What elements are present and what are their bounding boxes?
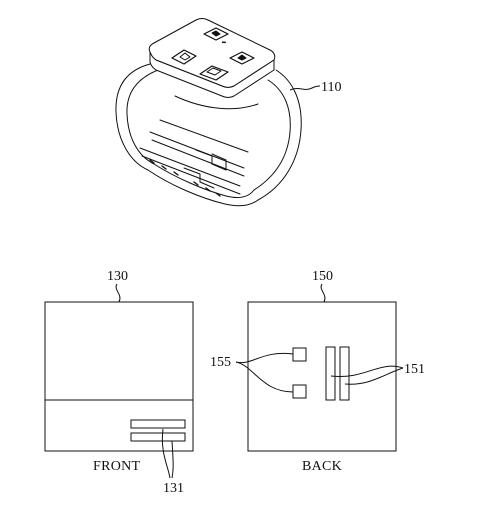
leader-151-a	[330, 365, 404, 378]
band-link-1	[139, 147, 241, 187]
leader-155-b	[235, 361, 294, 393]
back-panel	[247, 301, 397, 452]
watch-button-top-label: ···	[222, 40, 226, 45]
band-back-inner	[126, 69, 159, 165]
leader-130	[115, 283, 121, 303]
front-panel-outline	[44, 301, 194, 452]
front-stripe-upper	[130, 419, 186, 429]
band-front-top	[174, 95, 259, 110]
band-link-2	[141, 155, 241, 195]
ref-110: 110	[321, 80, 341, 95]
band-clasp-2	[183, 167, 215, 189]
watch-head-side	[149, 51, 275, 98]
back-panel-outline	[247, 301, 397, 452]
caption-back: BACK	[302, 459, 342, 474]
leader-131-b	[171, 440, 174, 479]
leader-131-a	[161, 428, 171, 479]
leader-155-a	[235, 352, 294, 364]
watch-button-right	[229, 51, 255, 65]
watch-button-bottom	[199, 65, 229, 81]
leader-110	[289, 85, 321, 91]
ref-151: 151	[404, 362, 425, 377]
back-bar-right	[339, 346, 350, 401]
back-bar-left	[325, 346, 336, 401]
band-link-5	[159, 119, 249, 153]
band-front-edge	[153, 163, 255, 199]
band-back-outer	[115, 63, 151, 171]
ref-155: 155	[210, 355, 231, 370]
front-stripe-lower	[130, 432, 186, 442]
caption-front: FRONT	[93, 459, 141, 474]
leader-151-b	[344, 367, 404, 385]
front-panel	[44, 301, 194, 452]
leader-150	[320, 283, 326, 303]
back-square-upper	[292, 347, 307, 362]
back-square-lower	[292, 384, 307, 399]
ref-150: 150	[312, 269, 333, 284]
watch-button-top: ···	[203, 27, 229, 46]
band-right-outer	[257, 69, 302, 201]
band-clasp	[195, 149, 227, 171]
band-right-inner	[253, 79, 291, 191]
band-link-4	[151, 139, 245, 177]
band-front-bottom	[147, 169, 259, 207]
watch-button-left	[171, 49, 197, 65]
ref-130: 130	[107, 269, 128, 284]
ref-131: 131	[163, 481, 184, 496]
wearable-device: ···	[115, 18, 302, 207]
band-notches	[149, 159, 221, 197]
